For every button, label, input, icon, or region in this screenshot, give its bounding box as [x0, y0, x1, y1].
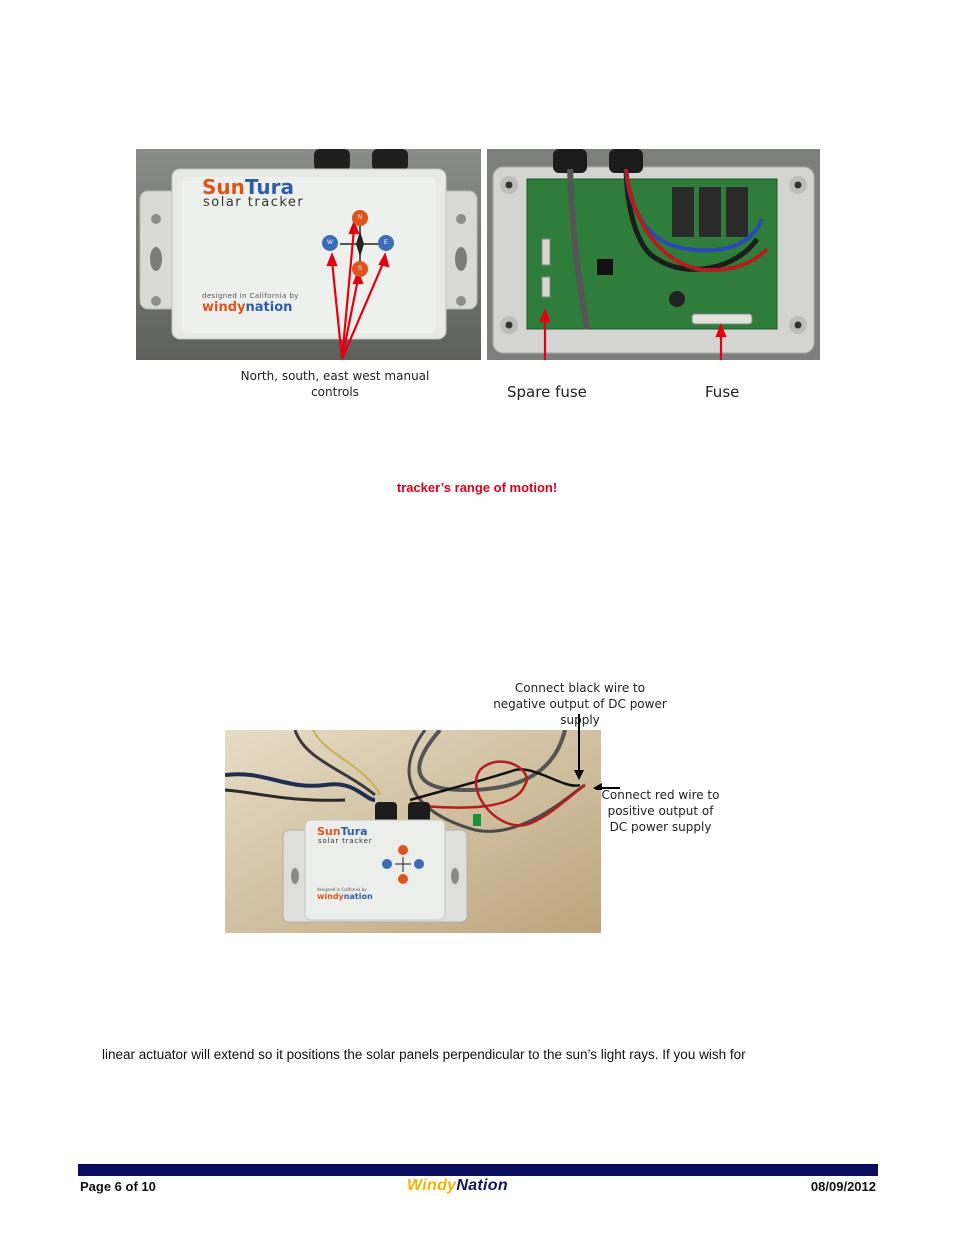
body-paragraph-line: linear actuator will extend so it positi…: [102, 1047, 746, 1062]
wiring-brand-logo: SunTura: [317, 825, 368, 838]
brand-logo: SunTura: [202, 175, 294, 199]
west-label: W: [327, 240, 333, 246]
maker-logo: windynation: [202, 300, 292, 315]
footer-logo: WindyNation: [407, 1177, 508, 1195]
south-label: S: [357, 266, 362, 272]
wiring-brand-tura: Tura: [340, 825, 368, 838]
document-date: 08/09/2012: [810, 1179, 876, 1194]
controller-front-illustration: [136, 149, 481, 360]
controller-front-photo: SunTura solar tracker designed in Califo…: [136, 149, 481, 360]
black-wire-callout: Connect black wire to negative output of…: [493, 681, 667, 727]
brand-sun: Sun: [202, 175, 245, 199]
footer-logo-nation: Nation: [456, 1177, 508, 1194]
spare-fuse-label: Spare fuse: [507, 383, 587, 401]
wiring-maker-windy: windy: [317, 892, 344, 901]
fuse-label: Fuse: [705, 383, 740, 401]
north-button: N: [352, 210, 368, 226]
maker-windy: windy: [202, 300, 246, 315]
footer-logo-windy: Windy: [407, 1177, 457, 1194]
red-wire-callout: Connect red wire to positive output of D…: [601, 788, 720, 834]
red-arrows: [326, 220, 390, 360]
brand-tura: Tura: [244, 175, 294, 199]
controller-interior-illustration: [487, 149, 820, 360]
wiring-brand-subtitle: solar tracker: [318, 837, 373, 845]
maker-nation: nation: [245, 300, 293, 315]
fuse-arrows: [539, 308, 727, 360]
designed-by-text: designed in California by: [202, 292, 299, 300]
wiring-maker-logo: windynation: [317, 892, 373, 901]
footer-bar: [78, 1164, 878, 1176]
power-wiring-illustration: [225, 730, 601, 933]
controller-interior-photo: [487, 149, 820, 360]
wire-callout-arrows: [574, 714, 620, 790]
manual-controls-caption: North, south, east west manual controls: [240, 369, 430, 399]
brand-subtitle: solar tracker: [203, 195, 305, 210]
wiring-brand-sun: Sun: [317, 825, 341, 838]
power-wiring-photo: SunTura solar tracker designed in Califo…: [225, 730, 601, 933]
east-label: E: [383, 240, 388, 246]
north-label: N: [357, 215, 363, 221]
page-number: Page 6 of 10: [80, 1179, 156, 1194]
wiring-maker-nation: nation: [343, 892, 373, 901]
west-button: W: [322, 235, 338, 251]
east-button: E: [378, 235, 394, 251]
wiring-designed-by: designed in California by: [317, 887, 367, 892]
south-button: S: [352, 261, 368, 277]
range-of-motion-warning: tracker’s range of motion!: [396, 480, 558, 495]
